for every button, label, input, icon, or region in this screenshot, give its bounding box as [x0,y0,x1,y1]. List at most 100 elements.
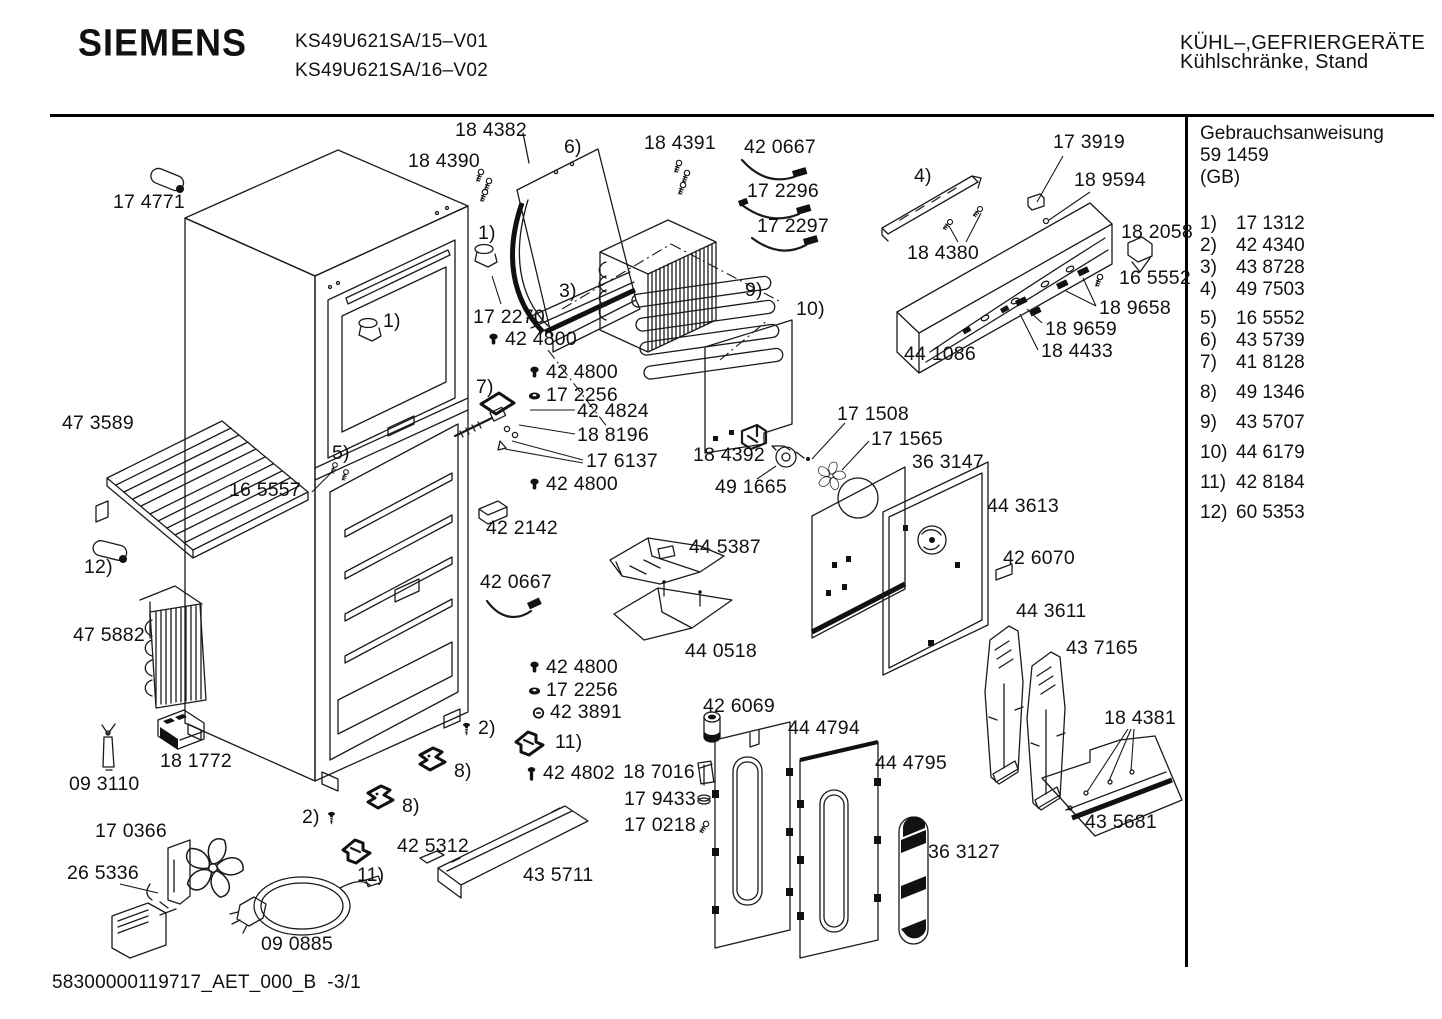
manual-label: Gebrauchsanweisung [1200,123,1384,144]
part-label-16-5552: 16 5552 [1119,267,1191,289]
power-cord-drawing [229,875,382,936]
part-label-43-5681: 43 5681 [1085,811,1157,833]
wire-42-0667b [485,599,533,619]
part-label-17-1508: 17 1508 [837,403,909,425]
part-label-18-4392: 18 4392 [693,444,765,466]
category-title: KÜHL–,GEFRIERGERÄTE [1180,32,1425,54]
part-label-18-4391: 18 4391 [644,132,716,154]
part-label-42-2142: 42 2142 [486,517,558,539]
clip-18-9594 [1042,217,1050,225]
legend-item: 8)49 1346 [1200,382,1305,403]
pin-18-4382 [522,132,530,164]
clip-42-5312 [419,850,445,864]
bracket-44-5387 [609,537,725,585]
part-label-42-4800: 42 4800 [527,362,618,383]
brand-logo: SIEMENS [78,20,248,64]
manual-region: (GB) [1200,167,1241,188]
legend-item: 9)43 5707 [1200,412,1305,433]
part-label-47-3589: 47 3589 [62,412,134,434]
screw-icon [459,720,474,738]
part-label-18-4381: 18 4381 [1104,707,1176,729]
part-label-8: 8) [454,760,472,782]
part-label-18-4390: 18 4390 [408,150,480,172]
part-label-42-0667: 42 0667 [480,571,552,593]
part-label-17-6137: 17 6137 [586,450,658,472]
bolt-icon [527,476,542,494]
legend-item: 12)60 5353 [1200,502,1305,523]
part-label-17-2297: 17 2297 [757,215,829,237]
part-label-42-4802: 42 4802 [524,763,615,784]
screw-icon [324,809,339,827]
washer-icon [527,682,542,700]
skid-drawing [437,805,589,899]
trim-beam-drawing [896,202,1113,374]
part-label-17-3919: 17 3919 [1053,131,1125,153]
part-label-18-9658: 18 9658 [1099,297,1171,319]
part-label-42-5312: 42 5312 [397,835,469,857]
fan-blade-drawing [183,836,244,899]
header-rule [50,114,1434,117]
part-label-26-5336: 26 5336 [67,862,139,884]
part-label-44-3611: 44 3611 [1016,600,1087,622]
part-label-18-1772: 18 1772 [160,750,232,772]
part-label-12: 12) [84,556,113,578]
part-label-16-5557: 16 5557 [229,479,301,501]
wire-drawings [738,158,819,252]
bolt-icon [486,331,501,349]
part-label-18-7016: 18 7016 [623,761,695,783]
model-number-2: KS49U621SA/16–V02 [295,60,489,81]
base-panel-1 [712,721,793,949]
part-label-1: 1) [478,222,496,244]
tube-loop-drawing [631,275,784,380]
rail-drawing [881,175,982,242]
leader-16-5557 [311,470,334,493]
part-label-6: 6) [564,136,582,158]
leader-18-4380 [948,212,982,243]
fan-motor-drawing [111,883,177,959]
part-label-5: 5) [332,442,350,464]
part-label-42-4800: 42 4800 [527,474,618,495]
compressor-cover-drawing [510,148,641,353]
part-label-4: 4) [914,165,932,187]
base-plate-drawing [1041,735,1183,837]
thermostat-drawing [771,445,805,468]
clip-42-2142 [478,500,508,525]
part-label-18-4380: 18 4380 [907,242,979,264]
leader-26-5336 [119,883,159,894]
fixing-parts [697,760,715,835]
legend-item: 7)41 8128 [1200,352,1305,373]
part-label-7: 7) [476,376,494,398]
leader-mid [756,422,870,480]
part-label-1: 1) [383,310,401,332]
part-label-44-4795: 44 4795 [875,752,947,774]
legend-item: 11)42 8184 [1200,472,1305,493]
connector-drawing [157,709,205,750]
seal-strip-36-3127 [898,816,929,945]
divider-panel-drawing [810,466,907,639]
part-label-17-2270: 17 2270 [473,306,545,328]
roller-42-6069 [703,711,721,743]
part-label-17-9433: 17 9433 [624,788,696,810]
model-number-1: KS49U621SA/15–V01 [295,31,489,52]
part-label-18-9594: 18 9594 [1074,169,1146,191]
bolt-icon [527,364,542,382]
bracket-44-0518 [613,580,733,641]
part-label-43-5711: 43 5711 [523,864,594,886]
vent-panel-drawing [95,420,309,559]
part-label-18-8196: 18 8196 [577,424,649,446]
part-label-18-4433: 18 4433 [1041,340,1113,362]
part-label-18-2058: 18 2058 [1121,221,1193,243]
part-label-49-1665: 49 1665 [715,476,787,498]
roller-pin-12 [92,540,128,563]
leader-valve [504,409,584,464]
back-panel-drawing [704,319,810,461]
part-label-42-0667: 42 0667 [744,136,816,158]
sensor-drawing [101,723,116,771]
part-label-42-6069: 42 6069 [703,695,775,717]
screw-cluster-18-4390 [476,168,493,202]
part-label-17-0366: 17 0366 [95,820,167,842]
construction-lines [547,243,780,429]
